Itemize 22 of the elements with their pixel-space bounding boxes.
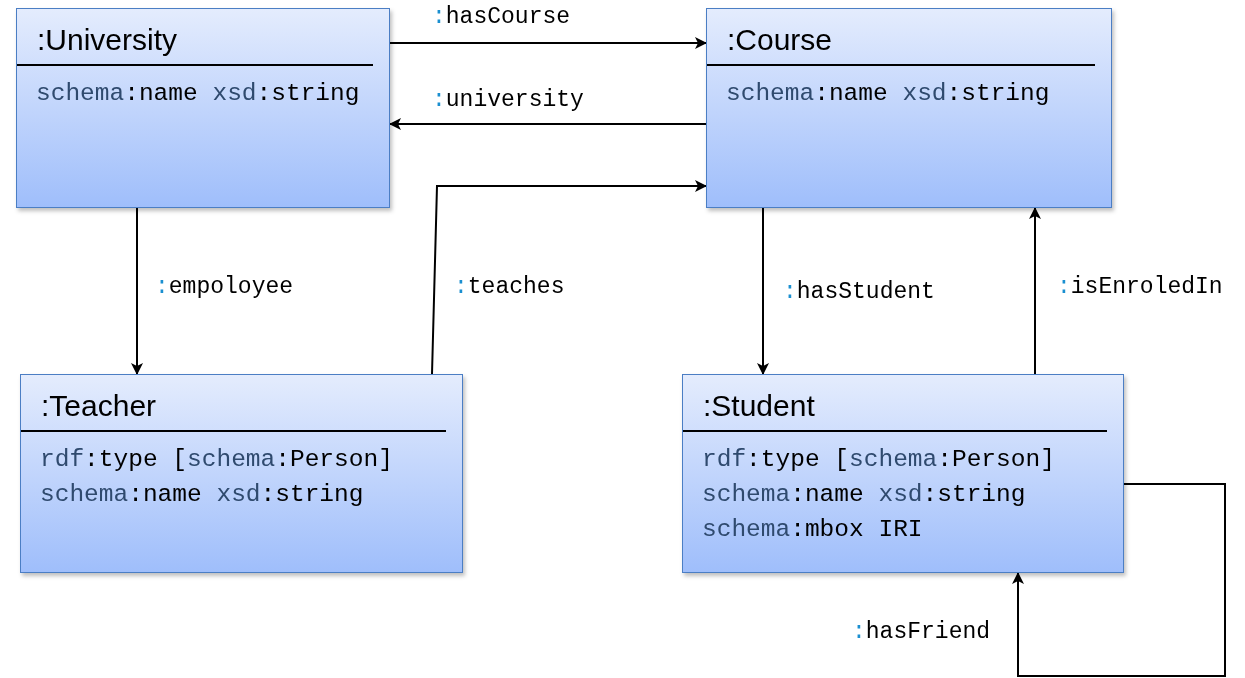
- class-name: :Course: [707, 9, 1095, 66]
- arrow: [757, 207, 769, 375]
- arrow: [431, 180, 707, 375]
- arrow: [389, 118, 707, 130]
- attribute: rdf:type [schema:Person]: [40, 445, 394, 475]
- class-box: [20, 374, 463, 573]
- attribute: schema:mbox IRI: [702, 515, 924, 545]
- class-name: :Teacher: [21, 375, 446, 432]
- arrow: [1029, 207, 1041, 375]
- attribute: schema:name xsd:string: [702, 480, 1027, 510]
- class-name: :University: [17, 9, 373, 66]
- attribute: schema:name xsd:string: [726, 79, 1051, 109]
- attribute: schema:name xsd:string: [36, 79, 361, 109]
- arrow: [1012, 483, 1226, 677]
- attribute: schema:name xsd:string: [40, 480, 365, 510]
- class-box: [706, 8, 1112, 208]
- class-box: [682, 374, 1124, 573]
- class-name: :Student: [683, 375, 1107, 432]
- arrow: [389, 37, 707, 49]
- class-box: [16, 8, 390, 208]
- arrow: [131, 207, 143, 375]
- attribute: rdf:type [schema:Person]: [702, 445, 1056, 475]
